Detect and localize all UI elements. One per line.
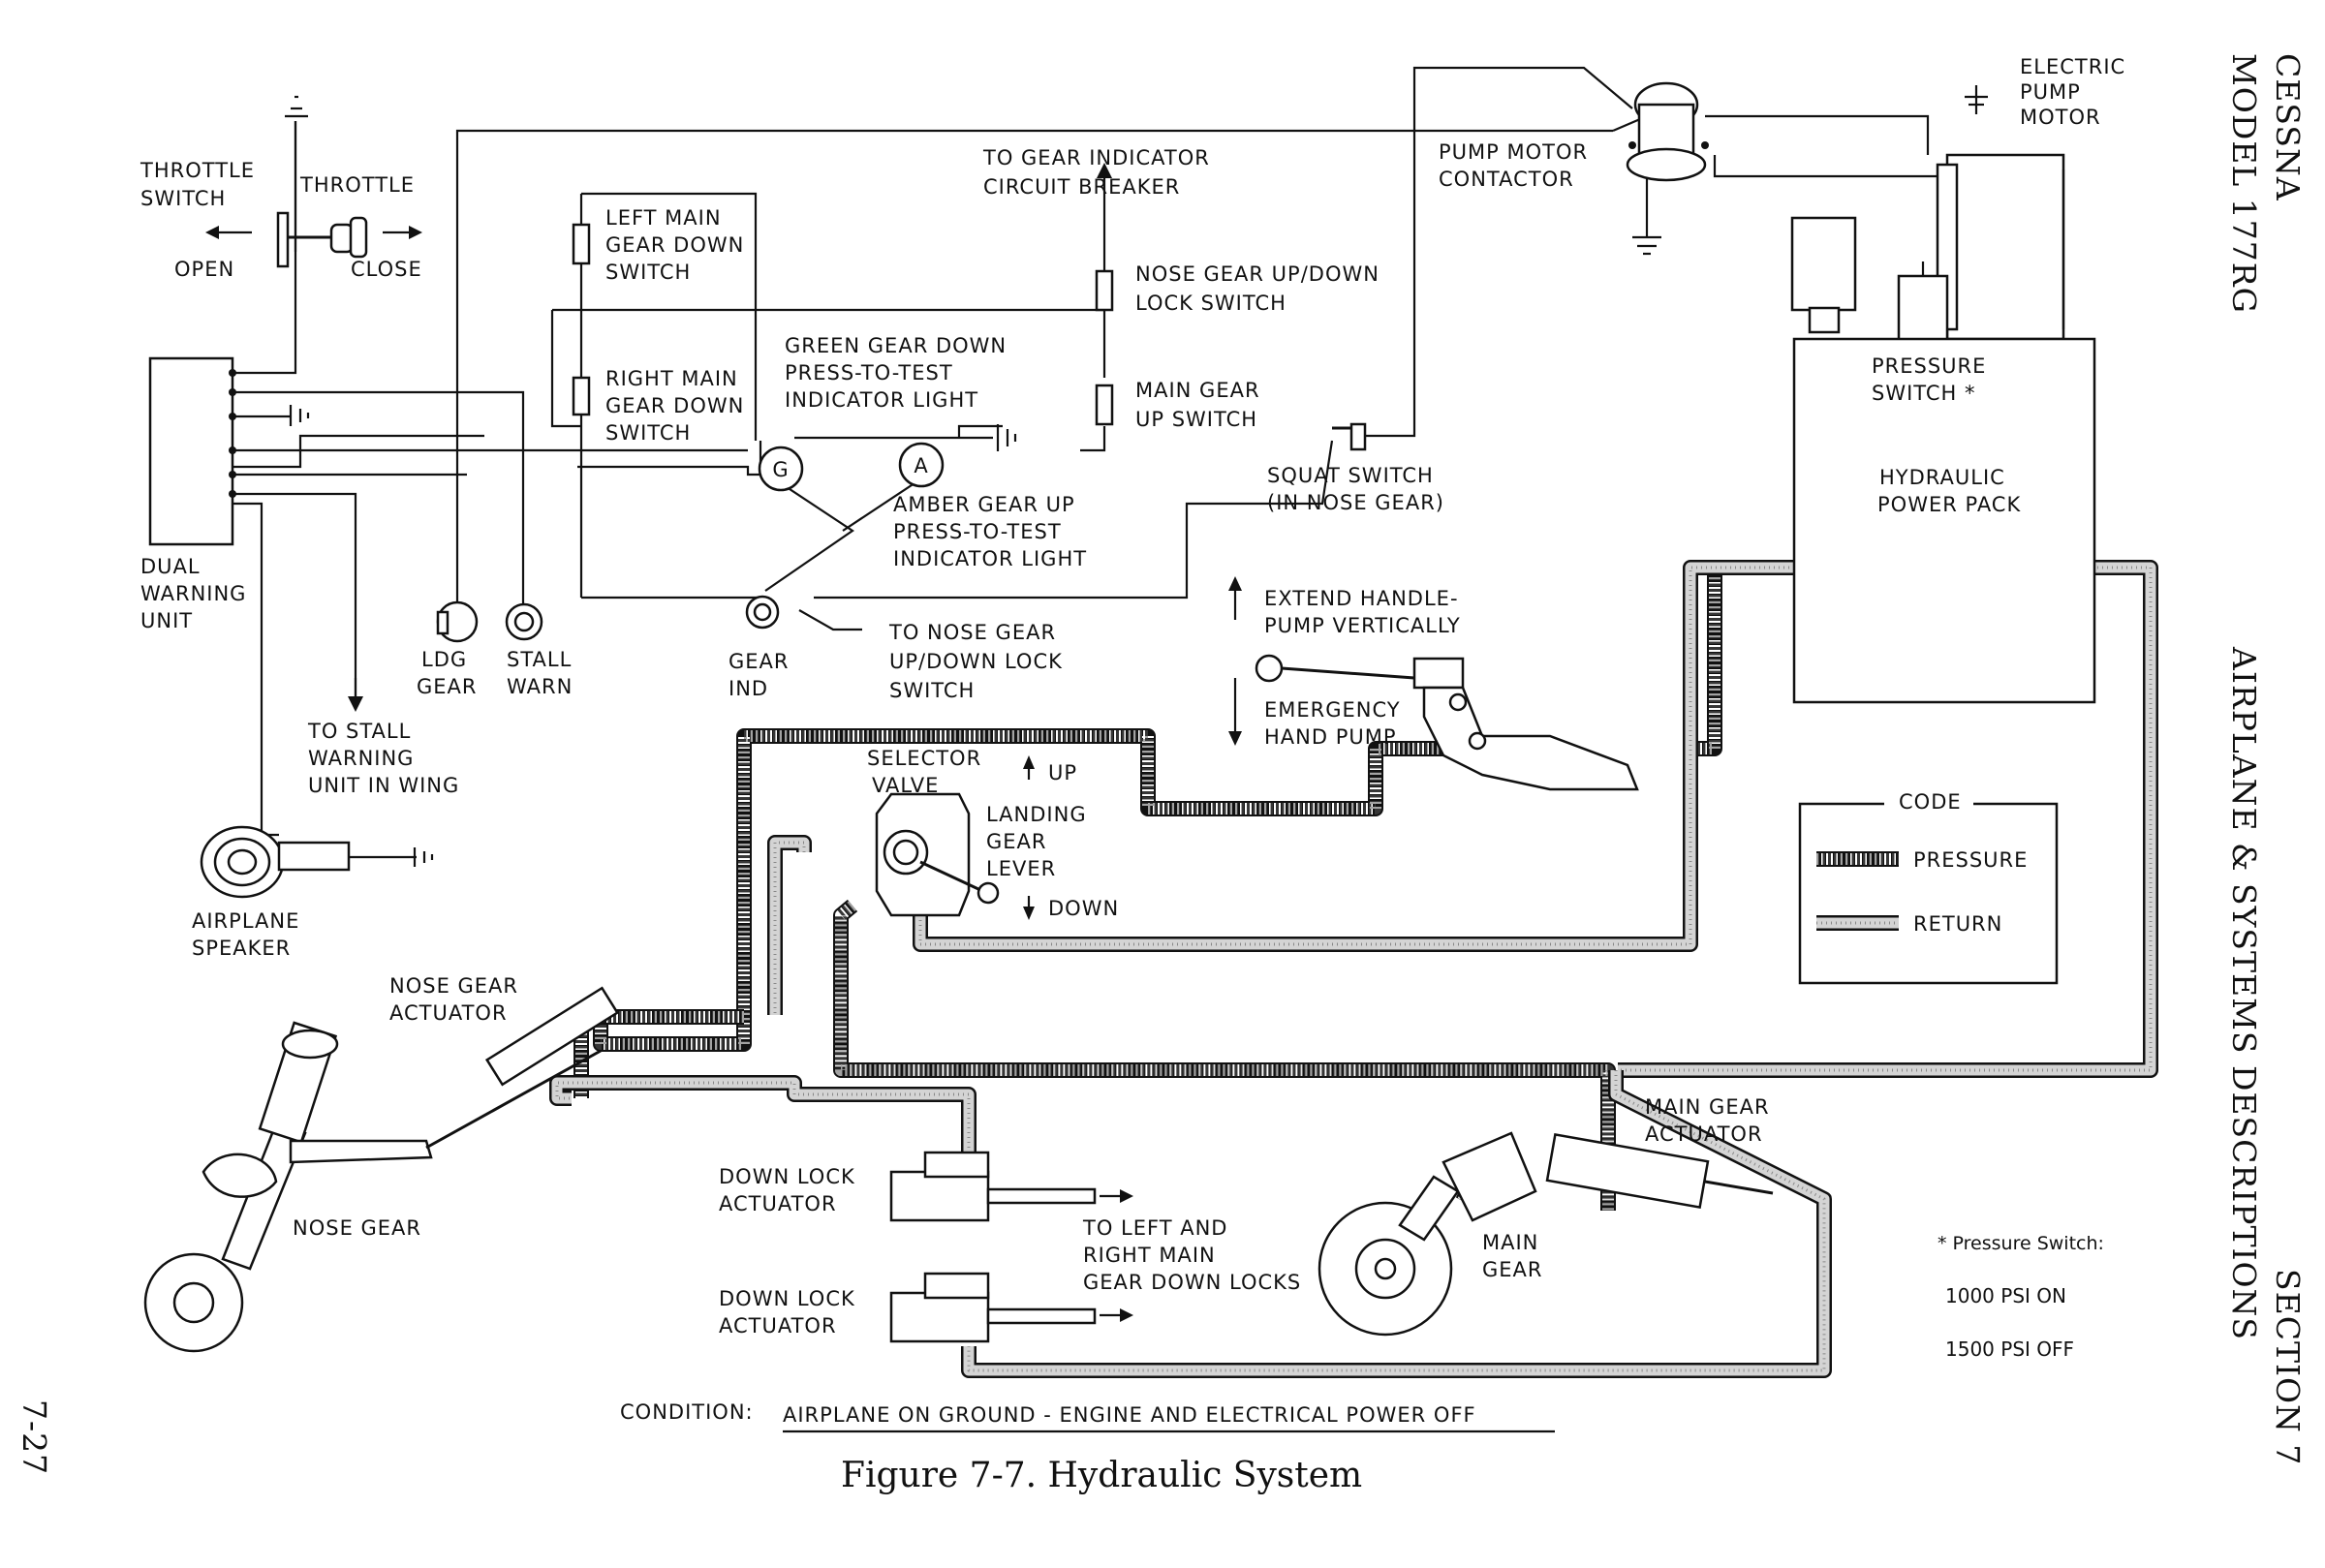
up-label: UP [1048,761,1077,784]
legend-title: CODE [1899,790,1962,814]
squat-switch-label: SQUAT SWITCH(IN NOSE GEAR) [1267,464,1444,514]
electric-pump-motor [1936,153,2065,341]
emergency-hand-pump [1228,576,1639,791]
hydraulic-line-segment [835,901,1614,1211]
open-label: OPEN [174,258,234,281]
gear-indicator-knob [745,595,780,630]
right-main-gear-down-switch [572,376,591,416]
hydraulic-line-segment [1686,562,1808,754]
page-number: 7-27 [16,1399,53,1475]
main-gear-up-switch [1095,384,1114,426]
extend-handle-label: EXTEND HANDLE-PUMP VERTICALLY [1264,587,1461,637]
nose-gear [143,986,620,1353]
stall-warn-light [505,602,543,641]
condition-text: AIRPLANE ON GROUND - ENGINE AND ELECTRIC… [783,1403,1476,1427]
hydraulic-line-segment [769,837,810,1015]
green-letter: G [772,458,789,481]
nose-gear-lock-switch [1095,163,1114,312]
legend-pressure: PRESSURE [1913,848,2028,872]
hydraulic-line-segment [773,841,806,1015]
airplane-speaker [200,825,351,899]
hydraulic-line-segment [967,1070,1826,1372]
ldg-gear-light [436,600,479,643]
squat-switch [1332,422,1400,451]
hydraulic-line-segment [1686,562,1808,754]
model-text: MODEL 177RG [2225,53,2263,314]
brand-text: CESSNA [2269,53,2307,201]
close-label: CLOSE [351,258,422,281]
throttle-label: THROTTLE [299,173,415,197]
legend-box [1798,792,2059,985]
amber-indicator-light: A [898,442,945,488]
pressure-switch [1790,216,1949,346]
pump-motor-contactor [1626,81,1709,182]
section-title-text: AIRPLANE & SYSTEMS DESCRIPTIONS [2225,646,2263,1340]
hydraulic-line-segment [555,1081,971,1211]
nose-gear-label: NOSE GEAR [293,1216,421,1240]
down-lock-actuator-upper [889,1151,1133,1222]
section-text: SECTION 7 [2269,1269,2307,1465]
hydraulic-line-segment [595,730,1492,1050]
amber-letter: A [914,454,928,477]
down-label: DOWN [1048,897,1119,920]
note-off: 1500 PSI OFF [1945,1337,2074,1361]
stall-wiring-arrows [348,678,363,712]
note-title: * Pressure Switch: [1938,1233,2104,1254]
figure-caption: Figure 7-7. Hydraulic System [841,1456,1362,1495]
condition-label: CONDITION: [620,1400,754,1424]
dual-warning-unit [148,356,310,546]
ground-symbols [413,85,1988,867]
hydraulic-line-segment [1686,560,1808,756]
selector-valve [875,755,1035,920]
throttle-assembly [205,95,422,268]
hydraulic-line-segment [593,728,1492,1052]
hydraulic-line-segment [595,730,1492,1050]
left-main-gear-down-switch [572,223,591,265]
main-gear [1318,1131,1774,1337]
down-lock-actuator-lower [889,1272,1133,1343]
hydraulic-power-pack [1792,337,2096,704]
green-indicator-light: G [758,446,804,492]
note-on: 1000 PSI ON [1945,1284,2066,1307]
legend-return: RETURN [1913,912,2002,936]
